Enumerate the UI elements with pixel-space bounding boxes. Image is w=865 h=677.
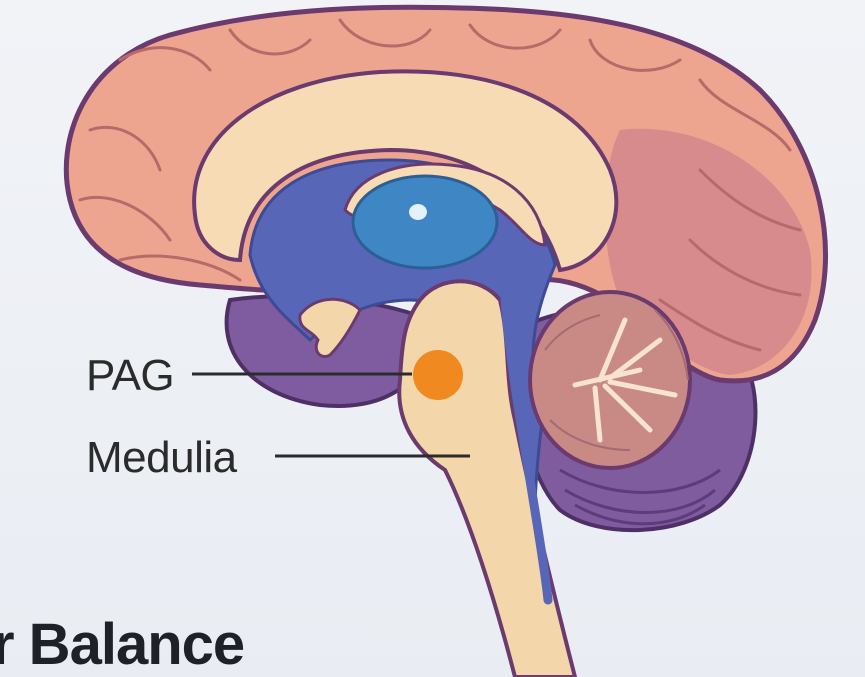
- medulla-label: Medulia: [86, 436, 237, 480]
- pag-marker: [413, 350, 463, 400]
- pag-label: PAG: [86, 354, 174, 398]
- caption-text: r Balance: [0, 616, 244, 674]
- thalamus: [353, 176, 497, 268]
- thalamus-highlight: [409, 204, 427, 220]
